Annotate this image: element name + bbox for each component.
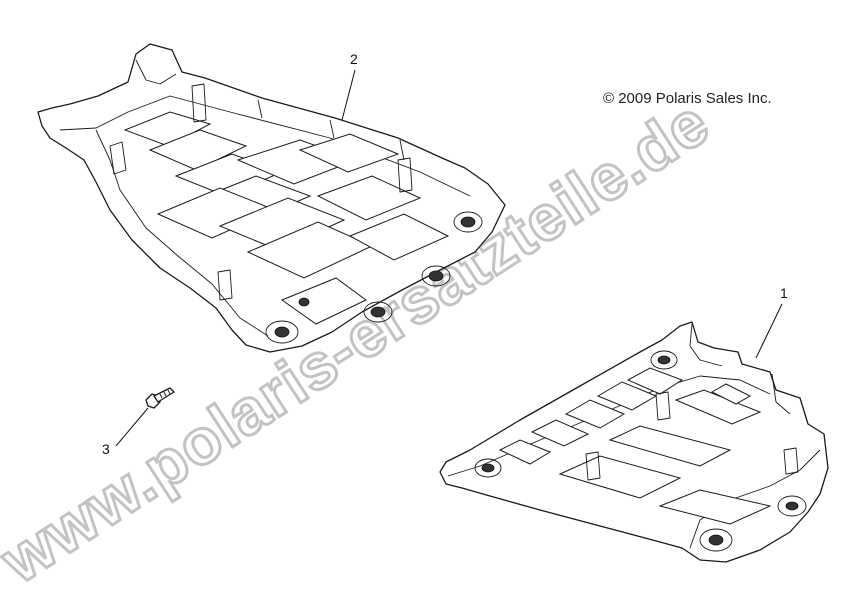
- callout-1: 1: [755, 285, 788, 359]
- skid-plate-front-icon[interactable]: [37, 43, 506, 353]
- bolt-icon[interactable]: [145, 387, 175, 409]
- callout-2: 2: [341, 51, 358, 121]
- callout-3: 3: [102, 407, 149, 457]
- svg-text:2: 2: [350, 51, 358, 67]
- svg-text:1: 1: [780, 285, 788, 301]
- skid-plate-rear-icon[interactable]: [439, 321, 829, 563]
- svg-text:3: 3: [102, 441, 110, 457]
- skid-plate-2-ribs: [123, 111, 450, 325]
- skid-plate-1-ribs: [498, 367, 772, 525]
- copyright-text: © 2009 Polaris Sales Inc.: [603, 90, 772, 107]
